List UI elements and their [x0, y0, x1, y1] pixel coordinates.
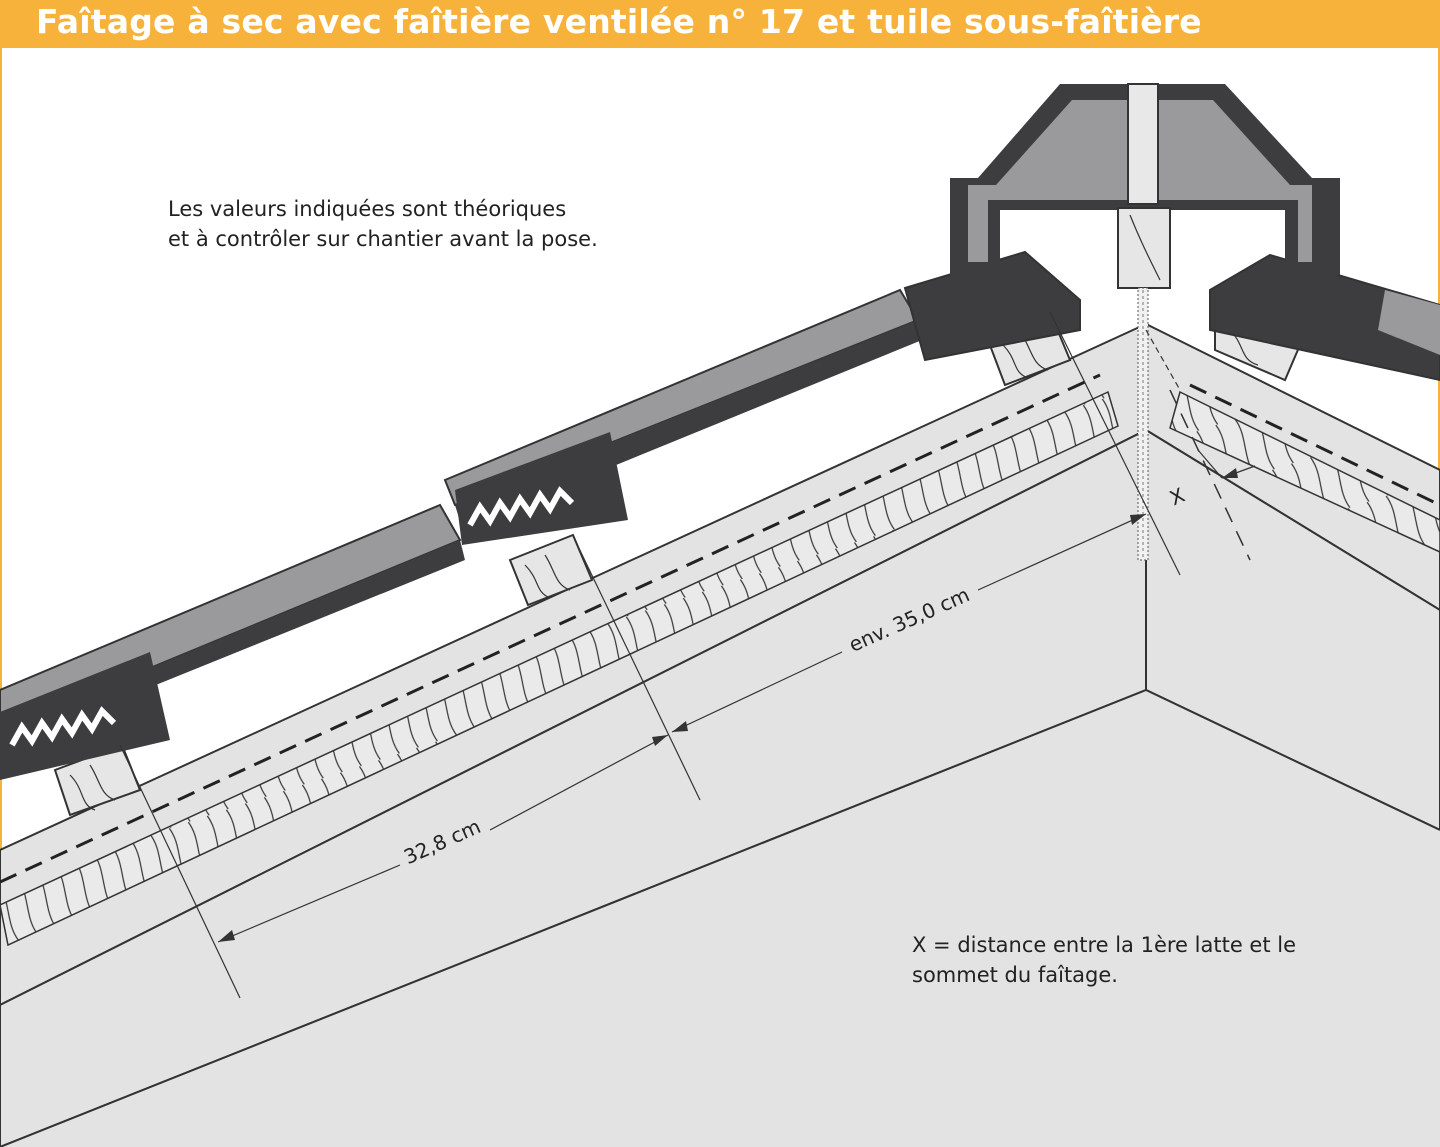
- note-values-line-2: et à contrôler sur chantier avant la pos…: [168, 227, 598, 251]
- roof-tile-upper: [903, 250, 1081, 362]
- note-x-definition: X = distance entre la 1ère latte et le s…: [912, 930, 1296, 990]
- batten: [508, 533, 594, 607]
- note-values-line-1: Les valeurs indiquées sont théoriques: [168, 197, 567, 221]
- title-bar: Faîtage à sec avec faîtière ventilée n° …: [0, 0, 1440, 48]
- right-rafter-band: [1169, 383, 1440, 553]
- roof-tile-lower: [0, 503, 465, 780]
- roof-tile-right: [1209, 253, 1440, 382]
- note-theoretical-values: Les valeurs indiquées sont théoriques et…: [168, 194, 598, 254]
- roof-inner-area: [0, 690, 1440, 1147]
- page-title: Faîtage à sec avec faîtière ventilée n° …: [36, 2, 1202, 41]
- roof-tile-middle: [443, 288, 922, 545]
- left-rafter-band: [0, 373, 1119, 947]
- note-x-line-1: X = distance entre la 1ère latte et le: [912, 933, 1296, 957]
- ridge-support: [1117, 83, 1171, 561]
- dimension-lath-spacing: [119, 539, 701, 999]
- dimension-x: [1145, 329, 1256, 561]
- roof-inner-edge: [0, 688, 1440, 1147]
- note-x-line-2: sommet du faîtage.: [912, 963, 1118, 987]
- dimension-top-spacing: [671, 311, 1181, 733]
